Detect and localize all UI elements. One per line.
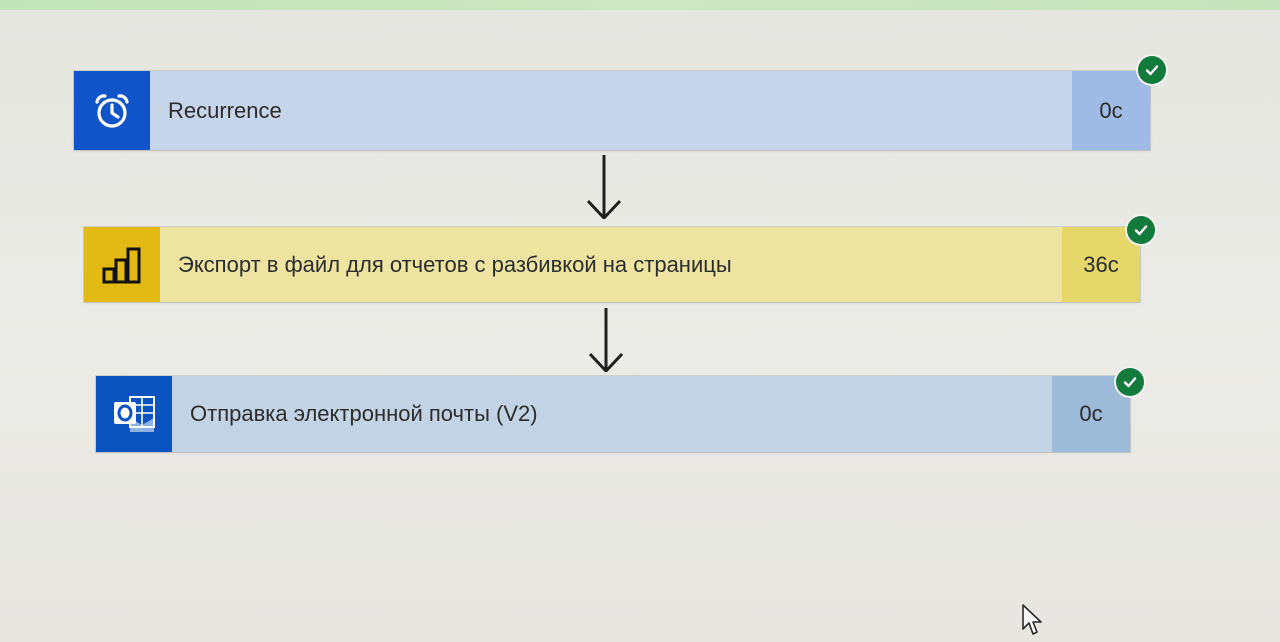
- step-send-email-status: [1116, 368, 1144, 396]
- step-export-duration: 36с: [1062, 227, 1140, 302]
- step-export-title: Экспорт в файл для отчетов с разбивкой н…: [178, 251, 732, 277]
- step-send-email[interactable]: Отправка электронной почты (V2) 0с: [96, 376, 1130, 452]
- step-send-email-title: Отправка электронной почты (V2): [190, 401, 538, 426]
- connector-arrow-1: [586, 155, 622, 219]
- step-recurrence-icon-box: [74, 71, 150, 150]
- top-strip: [0, 0, 1280, 10]
- step-send-email-icon-box: [96, 376, 172, 452]
- check-icon: [1123, 377, 1137, 388]
- powerbi-report-icon: [102, 247, 141, 283]
- step-export[interactable]: Экспорт в файл для отчетов с разбивкой н…: [84, 227, 1140, 302]
- connector-arrow-2: [588, 308, 624, 372]
- step-export-body: Экспорт в файл для отчетов с разбивкой н…: [160, 227, 1062, 302]
- step-recurrence-title: Recurrence: [168, 97, 282, 123]
- step-recurrence[interactable]: Recurrence 0с: [74, 71, 1150, 150]
- check-icon: [1145, 65, 1159, 76]
- step-recurrence-duration: 0с: [1072, 71, 1150, 150]
- outlook-mail-icon: [114, 396, 155, 432]
- step-export-icon-box: [84, 227, 160, 302]
- step-recurrence-status: [1138, 56, 1166, 84]
- mouse-cursor-icon: [1022, 604, 1042, 635]
- step-send-email-body: Отправка электронной почты (V2): [172, 376, 1052, 452]
- step-recurrence-body: Recurrence: [150, 71, 1072, 150]
- step-export-status: [1127, 216, 1155, 244]
- alarm-clock-icon: [95, 93, 129, 128]
- check-icon: [1134, 225, 1148, 236]
